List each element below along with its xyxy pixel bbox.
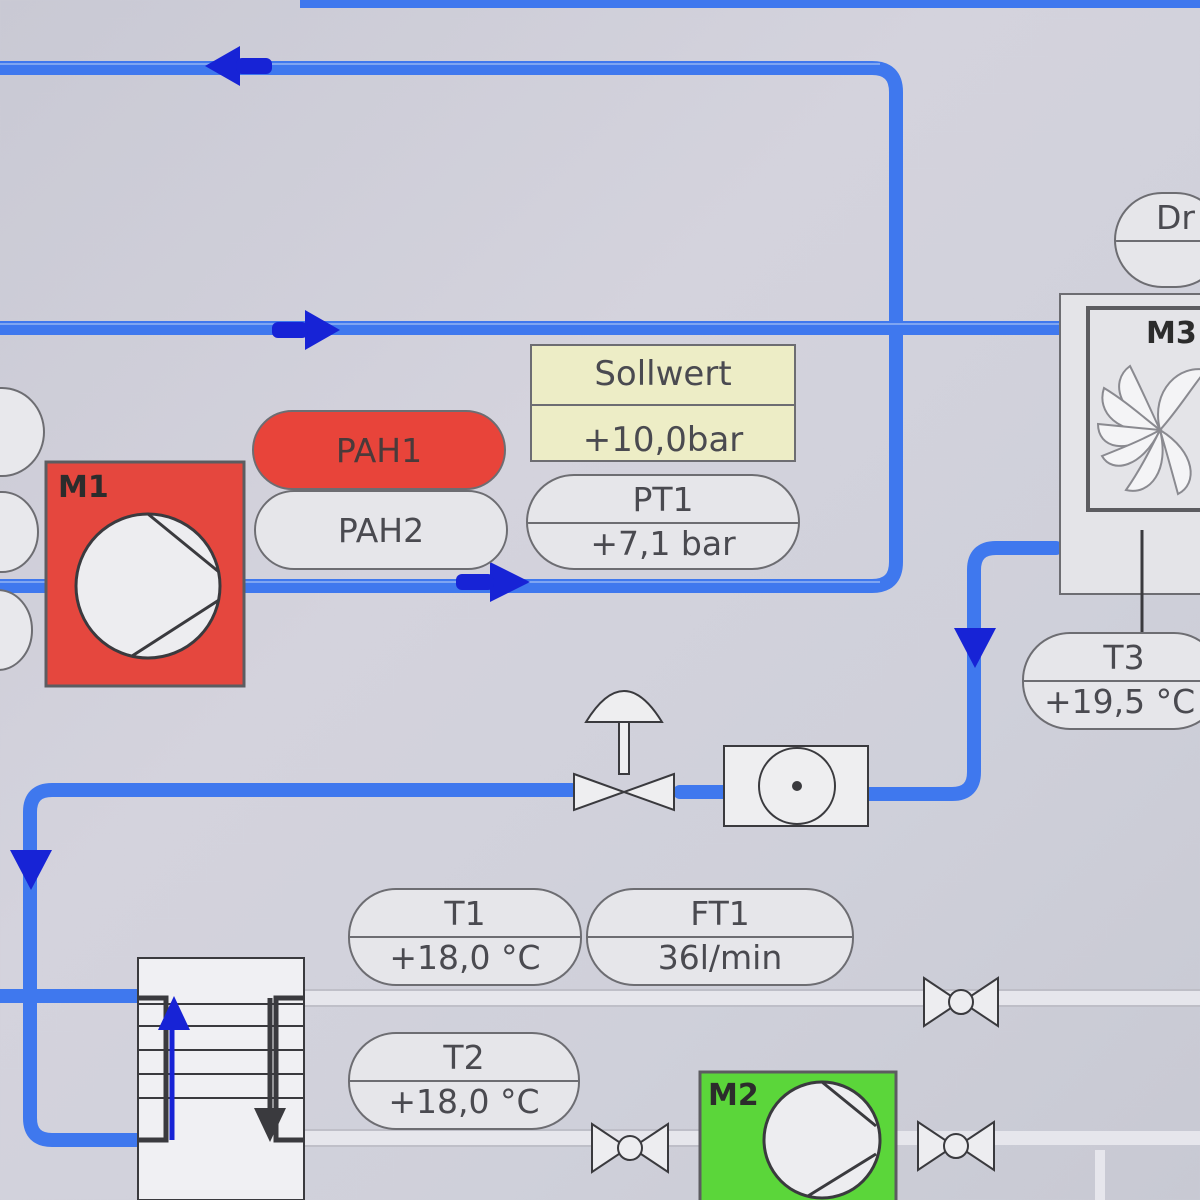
setpoint-divider [532, 404, 794, 406]
sensor-t2-divider [350, 1080, 578, 1082]
setpoint-value: +10,0bar [582, 420, 744, 460]
alarm-pah2-label: PAH2 [337, 511, 425, 550]
control-valve-icon[interactable] [573, 690, 675, 812]
flow-arrow-icon [490, 562, 530, 602]
flow-arrow-icon [954, 628, 996, 668]
sensor-t2[interactable]: T2 +18,0 °C [348, 1032, 580, 1130]
sensor-dr[interactable]: Dr [1114, 192, 1200, 288]
sensor-pt1-divider [528, 522, 798, 524]
pump-icon [74, 512, 222, 660]
alarm-pah2[interactable]: PAH2 [254, 490, 508, 570]
sensor-ft1-value: 36l/min [657, 938, 783, 977]
flow-meter-icon [723, 745, 869, 827]
sensor-t3-divider [1024, 680, 1200, 682]
flow-arrow-icon [205, 46, 240, 86]
motor-m2-label: M2 [708, 1078, 759, 1113]
sensor-pt1-value: +7,1 bar [590, 524, 736, 563]
left-edge-gauges [0, 387, 45, 671]
alarm-pah1-label: PAH1 [335, 431, 423, 470]
sensor-t1-tag: T1 [444, 894, 486, 933]
flow-arrow-icon [305, 310, 340, 350]
motor-m1-label: M1 [58, 470, 109, 505]
setpoint-label: Sollwert [594, 354, 732, 394]
alarm-pah1[interactable]: PAH1 [252, 410, 506, 490]
sensor-pt1[interactable]: PT1 +7,1 bar [526, 474, 800, 570]
flow-arrows [10, 46, 996, 890]
gate-valve-icon[interactable] [591, 1122, 669, 1174]
setpoint-box[interactable]: Sollwert +10,0bar [530, 344, 796, 462]
sensor-t1[interactable]: T1 +18,0 °C [348, 888, 582, 986]
sensor-t2-value: +18,0 °C [388, 1082, 540, 1121]
sensor-t1-divider [350, 936, 580, 938]
pump-icon [762, 1080, 882, 1200]
gate-valve-icon[interactable] [917, 1120, 995, 1172]
sensor-dr-tag: Dr [1156, 198, 1195, 237]
heat-exchanger-icon [137, 957, 305, 1200]
sensor-ft1-tag: FT1 [690, 894, 750, 933]
sensor-t2-tag: T2 [443, 1038, 485, 1077]
sensor-pt1-tag: PT1 [632, 480, 694, 519]
sensor-t1-value: +18,0 °C [389, 938, 541, 977]
flow-arrow-icon [10, 850, 52, 890]
sensor-t3-value: +19,5 °C [1044, 682, 1196, 721]
sensor-ft1[interactable]: FT1 36l/min [586, 888, 854, 986]
primary-pipes [0, 61, 1069, 1147]
sensor-t3-tag: T3 [1103, 638, 1145, 677]
motor-m3-label: M3 [1146, 316, 1197, 351]
fan-icon [1096, 364, 1200, 496]
sensor-dr-divider [1116, 240, 1200, 242]
gate-valve-icon[interactable] [923, 976, 999, 1028]
sensor-ft1-divider [588, 936, 852, 938]
sensor-t3[interactable]: T3 +19,5 °C [1022, 632, 1200, 730]
